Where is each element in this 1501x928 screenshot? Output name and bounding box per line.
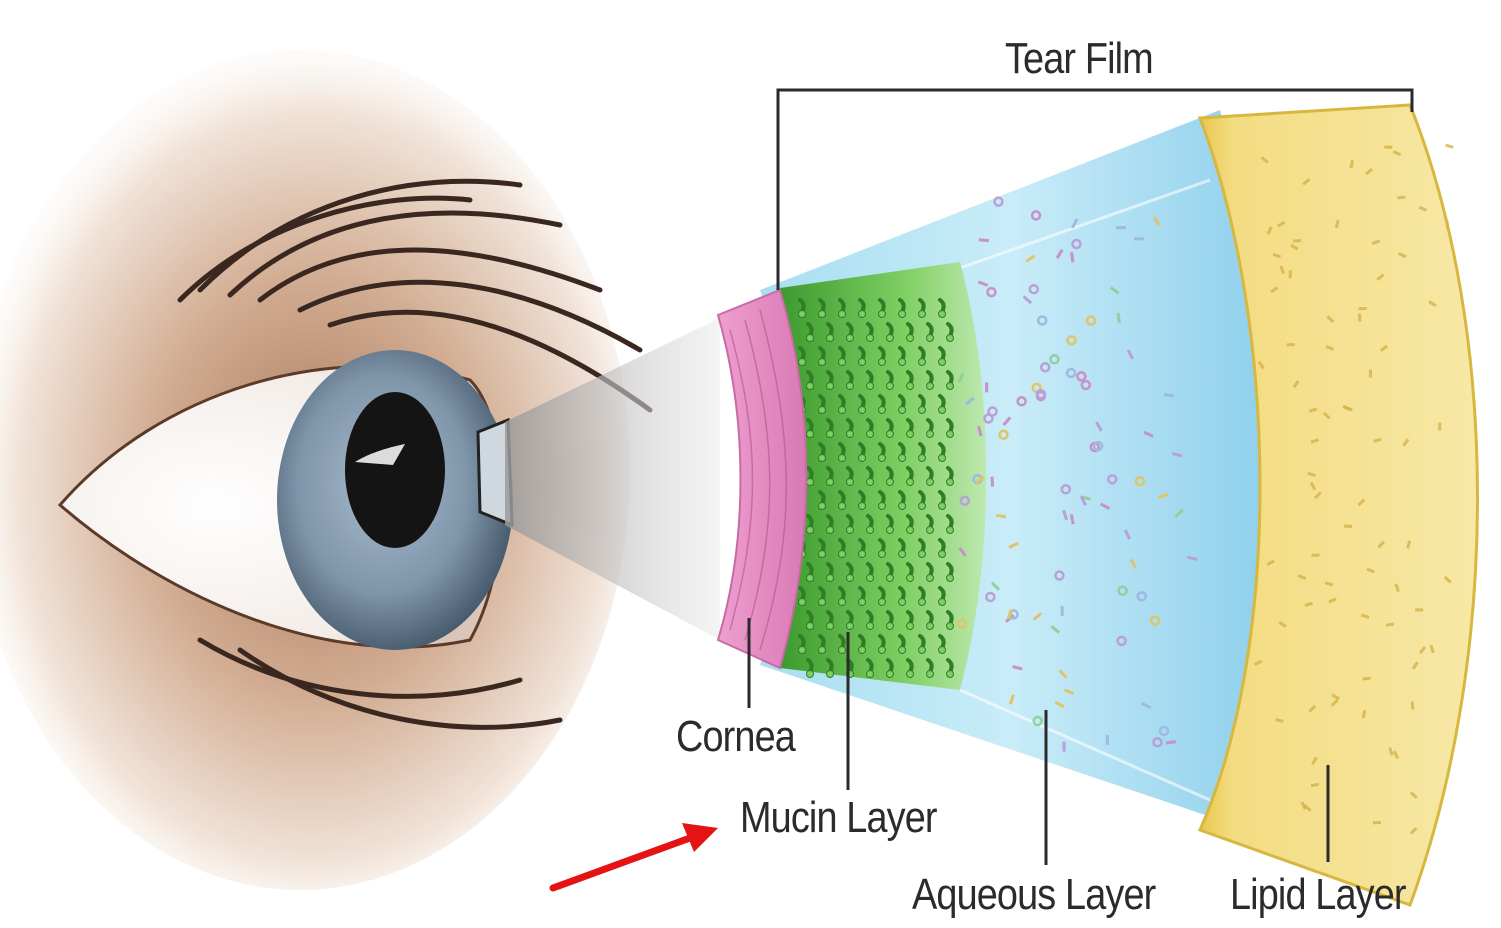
cornea-label: Cornea xyxy=(676,712,795,762)
pupil-icon xyxy=(345,392,445,548)
lipid-layer-label: Lipid Layer xyxy=(1230,870,1406,920)
tear-film-label: Tear Film xyxy=(1005,34,1153,84)
mucin-layer-label: Mucin Layer xyxy=(740,793,937,843)
aqueous-layer-label: Aqueous Layer xyxy=(912,870,1155,920)
cornea-region xyxy=(718,290,806,668)
red-pointer-arrow-icon xyxy=(553,823,718,888)
